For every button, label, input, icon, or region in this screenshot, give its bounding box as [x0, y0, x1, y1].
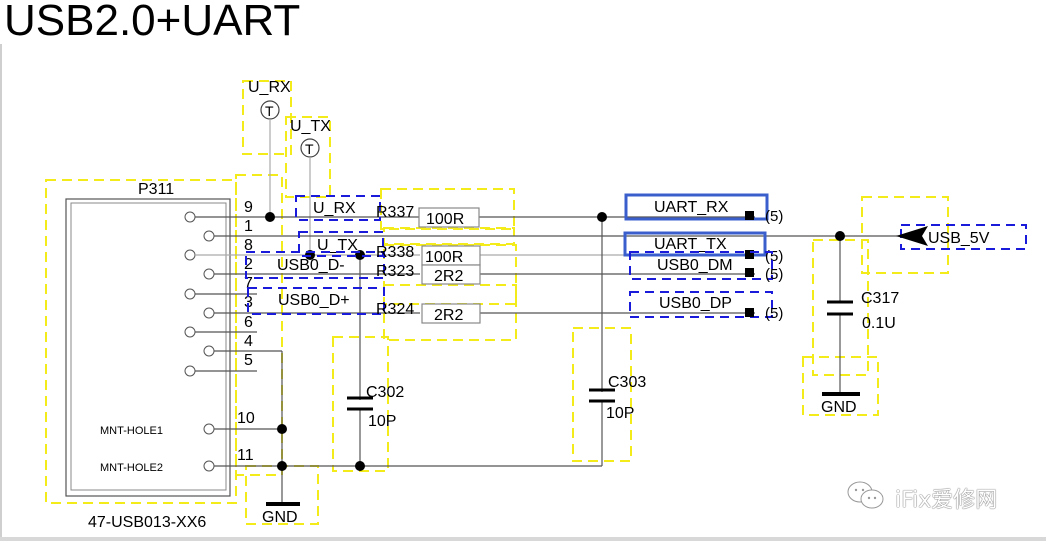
port-uart-rx[interactable]: UART_RX (5) [624, 193, 783, 225]
pin-label-7: 7 [244, 275, 253, 292]
pin-label-9: 9 [244, 199, 253, 216]
svg-text:R338: R338 [376, 244, 414, 261]
pin-9 [184, 211, 196, 223]
pin-label-10: 10 [237, 410, 255, 427]
pin-4 [203, 345, 215, 357]
capacitor-c302: C302 10P [347, 384, 404, 430]
pin-10 [203, 423, 215, 435]
connector-p311: P311 47-USB013-XX6 [65, 181, 231, 531]
capacitor-c317: C317 0.1U [827, 290, 899, 332]
port-connector-icon [745, 308, 754, 317]
pin-label-2: 2 [244, 256, 253, 273]
resistor-r323: R323 2R2 [376, 263, 481, 285]
svg-text:UART_TX: UART_TX [654, 236, 727, 253]
svg-text:U_RX: U_RX [248, 79, 291, 96]
ground-symbol-2: GND [821, 392, 860, 416]
connector-part: 47-USB013-XX6 [88, 514, 206, 531]
r324-box [383, 284, 517, 341]
mnt-hole2-label: MNT-HOLE2 [100, 462, 163, 474]
pin-6 [184, 326, 196, 338]
svg-text:(5): (5) [765, 208, 783, 225]
resistor-r337: R337 100R [376, 204, 480, 228]
pin-8 [184, 249, 196, 261]
ground-symbol-1: GND [262, 502, 300, 526]
window-bottom-edge [0, 537, 1046, 541]
svg-text:R337: R337 [376, 204, 414, 221]
pin-label-6: 6 [244, 314, 253, 331]
svg-text:(5): (5) [765, 305, 783, 322]
tp-utx-box [285, 116, 331, 198]
pin-label-4: 4 [244, 333, 253, 350]
svg-text:(5): (5) [765, 248, 783, 265]
port-connector-icon [745, 268, 754, 277]
svg-text:USB_5V: USB_5V [928, 230, 990, 247]
mnt-hole1-label: MNT-HOLE1 [100, 425, 163, 437]
wires [270, 216, 900, 503]
pin-1 [203, 230, 215, 242]
resistor-r338: R338 100R [376, 244, 481, 266]
resistor-r324: R324 2R2 [376, 301, 481, 324]
svg-text:USB0_DP: USB0_DP [659, 295, 732, 312]
testpoint-u-rx: U_RX T [248, 79, 291, 217]
svg-text:2R2: 2R2 [434, 268, 463, 285]
c302-box [332, 336, 389, 472]
component-highlight-boxes [45, 80, 949, 525]
svg-text:T: T [305, 141, 314, 157]
p311-right-box [235, 174, 283, 476]
svg-text:10P: 10P [606, 405, 634, 422]
port-usb0-dm[interactable]: USB0_DM (5) [629, 251, 783, 283]
svg-text:100R: 100R [425, 249, 463, 266]
net-label-u-tx: U_TX [317, 237, 358, 254]
svg-text:GND: GND [821, 399, 857, 416]
watermark: iFix爱修网 [895, 488, 998, 513]
port-connector-icon [745, 211, 754, 220]
port-connector-icon [745, 250, 754, 259]
svg-text:C317: C317 [861, 290, 899, 307]
svg-text:GND: GND [262, 509, 298, 526]
svg-text:C303: C303 [608, 374, 646, 391]
capacitor-c303: C303 10P [589, 374, 646, 422]
net-labels: U_RX U_TX USB0_D- USB0_D+ [245, 195, 385, 315]
pin-5 [184, 365, 196, 377]
page-title: USB2.0+UART [4, 0, 301, 45]
pin-11 [203, 460, 215, 472]
connector-ref: P311 [138, 181, 174, 198]
pin-label-3: 3 [244, 294, 253, 311]
pin-label-5: 5 [244, 352, 253, 369]
net-label-u-rx: U_RX [313, 200, 356, 217]
pin-label-1: 1 [244, 218, 253, 235]
window-left-edge [0, 44, 2, 541]
svg-text:USB0_DM: USB0_DM [657, 257, 733, 274]
net-label-usb0-dp: USB0_D+ [278, 292, 350, 309]
port-usb0-dp[interactable]: USB0_DP (5) [629, 291, 783, 322]
svg-text:T: T [265, 103, 274, 119]
svg-text:R324: R324 [376, 301, 414, 318]
svg-text:10P: 10P [368, 413, 396, 430]
pin-label-8: 8 [244, 237, 253, 254]
power-arrow-icon [896, 226, 928, 246]
net-label-usb0-dm: USB0_D- [277, 257, 345, 274]
svg-text:U_TX: U_TX [290, 118, 331, 135]
wechat-icon [847, 481, 884, 509]
power-port-usb-5v[interactable]: USB_5V [896, 224, 1027, 250]
svg-text:2R2: 2R2 [434, 307, 463, 324]
pin-label-11: 11 [237, 447, 254, 464]
p311-box [45, 179, 237, 504]
svg-text:0.1U: 0.1U [862, 315, 896, 332]
svg-text:100R: 100R [426, 211, 464, 228]
pin-3 [203, 307, 215, 319]
svg-text:R323: R323 [376, 263, 414, 280]
svg-text:(5): (5) [765, 266, 783, 283]
pin-2 [203, 268, 215, 280]
pin-7 [184, 288, 196, 300]
testpoint-u-tx: U_TX T [290, 118, 331, 255]
svg-text:C302: C302 [366, 384, 404, 401]
svg-text:UART_RX: UART_RX [654, 199, 729, 216]
connector-pins: 9 1 8 2 7 3 6 4 5 10 11 MNT-HOLE1 MNT-HO… [100, 199, 282, 474]
